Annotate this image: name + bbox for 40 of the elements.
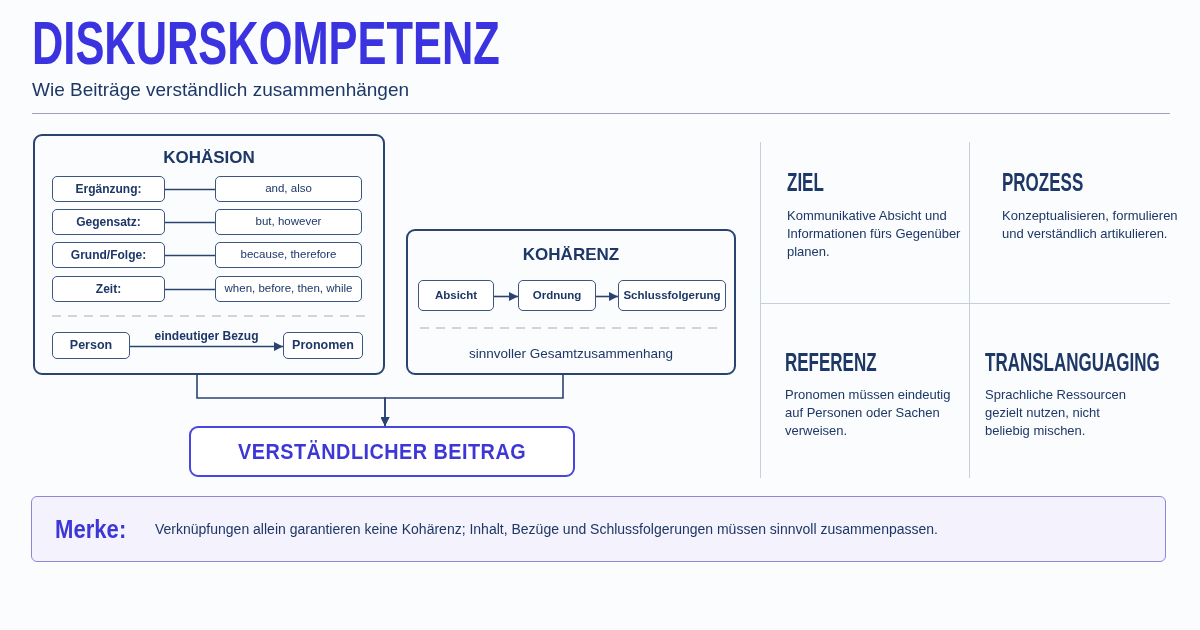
subtitle: Wie Beiträge verständlich zusammenhängen	[32, 78, 410, 102]
example-box: because, therefore	[215, 242, 362, 268]
section-text: Kommunikative Absicht und Informationen fürs Gegenüber planen.	[787, 207, 962, 261]
example-box: when, before, then, while	[215, 276, 362, 302]
step-box: Ordnung	[518, 280, 596, 311]
connector-line	[164, 288, 216, 291]
section-text: Pronomen müssen eindeutig auf Personen oder Sachen verweisen.	[785, 386, 952, 440]
connector-line	[164, 188, 216, 191]
step-box: Schlussfolgerung	[618, 280, 726, 311]
title: DISKURSKOMPETENZ	[32, 12, 500, 74]
section-heading: PROZESS	[1002, 170, 1084, 195]
section-heading: TRANSLANGUAGING	[985, 350, 1160, 375]
category-box: Grund/Folge:	[52, 242, 165, 268]
arrow	[493, 292, 519, 301]
connector-line	[164, 254, 216, 257]
category-box: Ergänzung:	[52, 176, 165, 202]
example-box: but, however	[215, 209, 362, 235]
result-box: VERSTÄNDLICHER BEITRAG	[189, 426, 575, 477]
section-heading: REFERENZ	[785, 350, 877, 375]
category-box: Gegensatz:	[52, 209, 165, 235]
panel	[33, 134, 385, 375]
term-box: Pronomen	[283, 332, 363, 359]
panel	[406, 229, 736, 375]
note-text: Verknüpfungen allein garantieren keine Kohärenz; Inhalt, Bezüge und Schlussfolgerungen müssen sinnvoll zusammenpassen.	[155, 520, 938, 539]
term-box: Person	[52, 332, 130, 359]
step-box: Absicht	[418, 280, 494, 311]
arrow	[129, 342, 284, 351]
arrow	[595, 292, 619, 301]
arrow	[380, 374, 564, 427]
section-text: Konzeptualisieren, formulieren und verständlich artikulieren.	[1002, 207, 1179, 243]
panel-heading: KOHÄRENZ	[522, 245, 620, 265]
example-box: and, also	[215, 176, 362, 202]
panel-heading: KOHÄSION	[163, 148, 255, 168]
note-heading: Merke:	[55, 516, 127, 542]
connector-line	[164, 221, 216, 224]
panel-note: sinnvoller Gesamtzusammenhang	[468, 345, 674, 363]
section-heading: ZIEL	[787, 170, 824, 195]
category-box: Zeit:	[52, 276, 165, 302]
note-box	[31, 496, 1166, 562]
section-text: Sprachliche Ressourcen gezielt nutzen, nicht beliebig mischen.	[985, 386, 1127, 440]
